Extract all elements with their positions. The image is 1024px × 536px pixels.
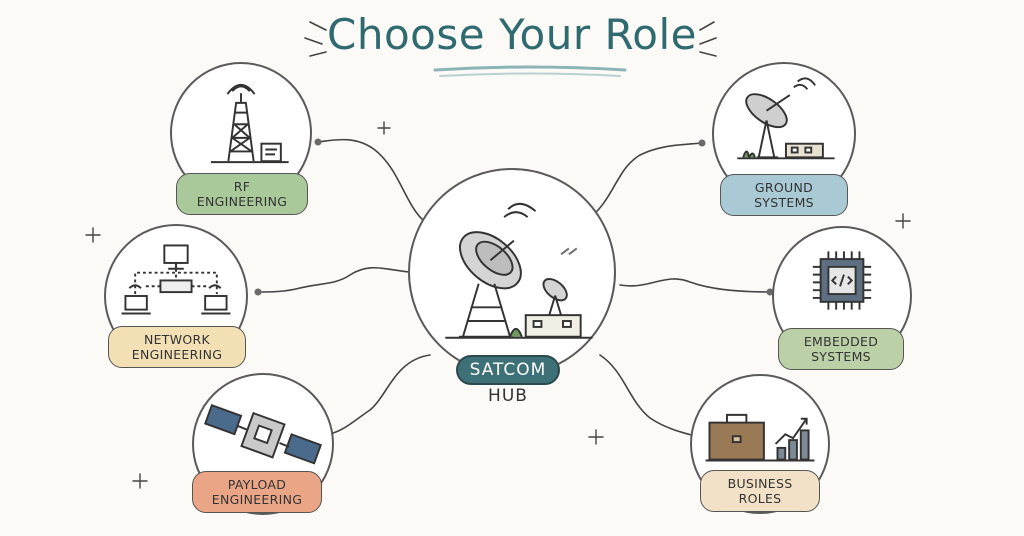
connector-network <box>257 266 411 293</box>
page-title: Choose Your Role <box>327 10 697 59</box>
connector-ground <box>584 142 703 223</box>
embedded-label-line1: EMBEDDED <box>803 334 879 349</box>
hub-sublabel: HUB <box>488 386 528 406</box>
payload-label-line2: ENGINEERING <box>211 492 303 507</box>
hub-satellite-dish-icon <box>445 202 593 339</box>
connector-rf <box>317 138 426 223</box>
connector-embedded <box>619 278 771 293</box>
satcom-hub-node[interactable] <box>408 168 616 376</box>
rf-label-line1: RF <box>233 179 251 194</box>
embedded-label-line2: SYSTEMS <box>811 349 871 364</box>
network-label-line2: ENGINEERING <box>131 347 223 362</box>
business-label-line2: ROLES <box>738 491 782 506</box>
network-icon <box>121 244 231 315</box>
briefcase-chart-icon <box>705 413 815 462</box>
satellite-icon <box>203 404 323 465</box>
connector-payload <box>329 354 431 435</box>
ground-label-line1: GROUND <box>754 180 814 195</box>
satcom-hub-label[interactable]: SATCOM <box>456 355 560 385</box>
connector-business <box>599 354 696 437</box>
radio-tower-icon <box>210 83 289 164</box>
ground-label-line2: SYSTEMS <box>754 195 814 210</box>
satellite-dish-icon <box>737 77 835 160</box>
microchip-icon <box>812 251 872 310</box>
rf-label-line2: ENGINEERING <box>196 194 288 209</box>
network-label-line1: NETWORK <box>143 332 211 347</box>
payload-label-line1: PAYLOAD <box>227 477 287 492</box>
business-label-line1: BUSINESS <box>727 476 793 491</box>
